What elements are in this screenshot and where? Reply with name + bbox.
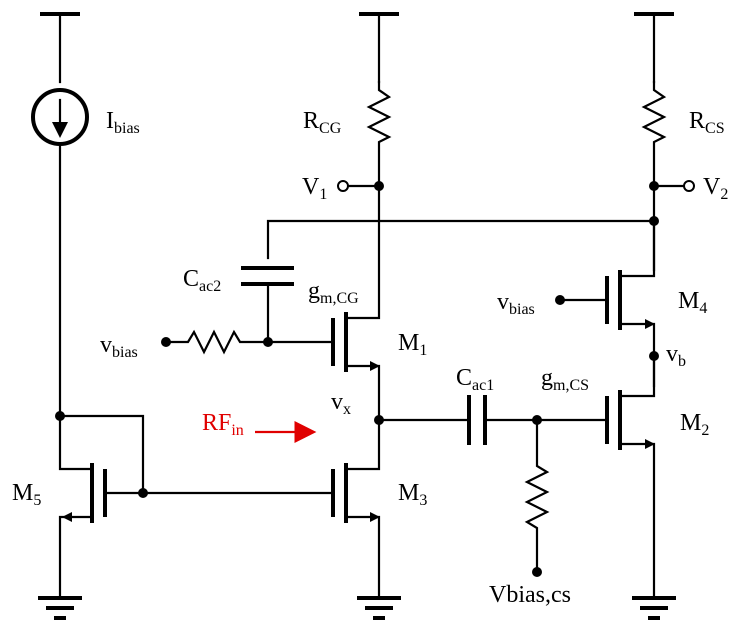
rf-in-label: RFin (202, 410, 244, 439)
rcg-label: RCG (303, 108, 342, 137)
ground-right (632, 596, 676, 620)
v2-label: V2 (703, 174, 728, 203)
resistor-rcs (641, 80, 667, 188)
ground-left (38, 596, 82, 620)
capacitor-cac1 (467, 395, 609, 445)
m5-label: M5 (12, 480, 41, 509)
vdd-rail-right (634, 12, 674, 84)
vdd-rail-left (40, 12, 80, 84)
vbias-cs-label: Vbias,cs (489, 582, 571, 608)
gate-bias-resistor-m1 (161, 329, 335, 355)
vx-label: vx (331, 389, 351, 418)
gm-cs-label: gm,CS (541, 365, 589, 394)
transistor-m2 (605, 354, 656, 598)
wire-vx-node (374, 415, 468, 425)
ground-middle (357, 596, 401, 620)
vbias-left-label: vbias (100, 332, 138, 361)
vdd-rail-middle (359, 12, 399, 84)
rcs-label: RCS (689, 108, 725, 137)
m2-label: M2 (680, 410, 709, 439)
m4-label: M4 (678, 288, 707, 317)
cac2-label: Cac2 (183, 266, 221, 295)
transistor-m3 (103, 418, 381, 598)
ibias-label: Ibias (106, 108, 140, 137)
m1-label: M1 (398, 330, 427, 359)
transistor-m4 (555, 219, 659, 388)
resistor-vbias-cs (524, 418, 550, 577)
v1-terminal (337, 180, 384, 192)
v1-label: V1 (302, 174, 327, 203)
vbias-right-label: vbias (497, 289, 535, 318)
capacitor-cac2 (241, 266, 294, 344)
resistor-rcg (366, 80, 392, 188)
transistor-m1 (331, 184, 381, 422)
transistor-m5 (55, 411, 145, 598)
vb-label: vb (666, 341, 686, 370)
m3-label: M3 (398, 480, 427, 509)
current-source-ibias (31, 88, 89, 418)
gm-cg-label: gm,CG (308, 278, 359, 307)
cac1-label: Cac1 (456, 365, 494, 394)
v2-terminal (649, 180, 695, 192)
